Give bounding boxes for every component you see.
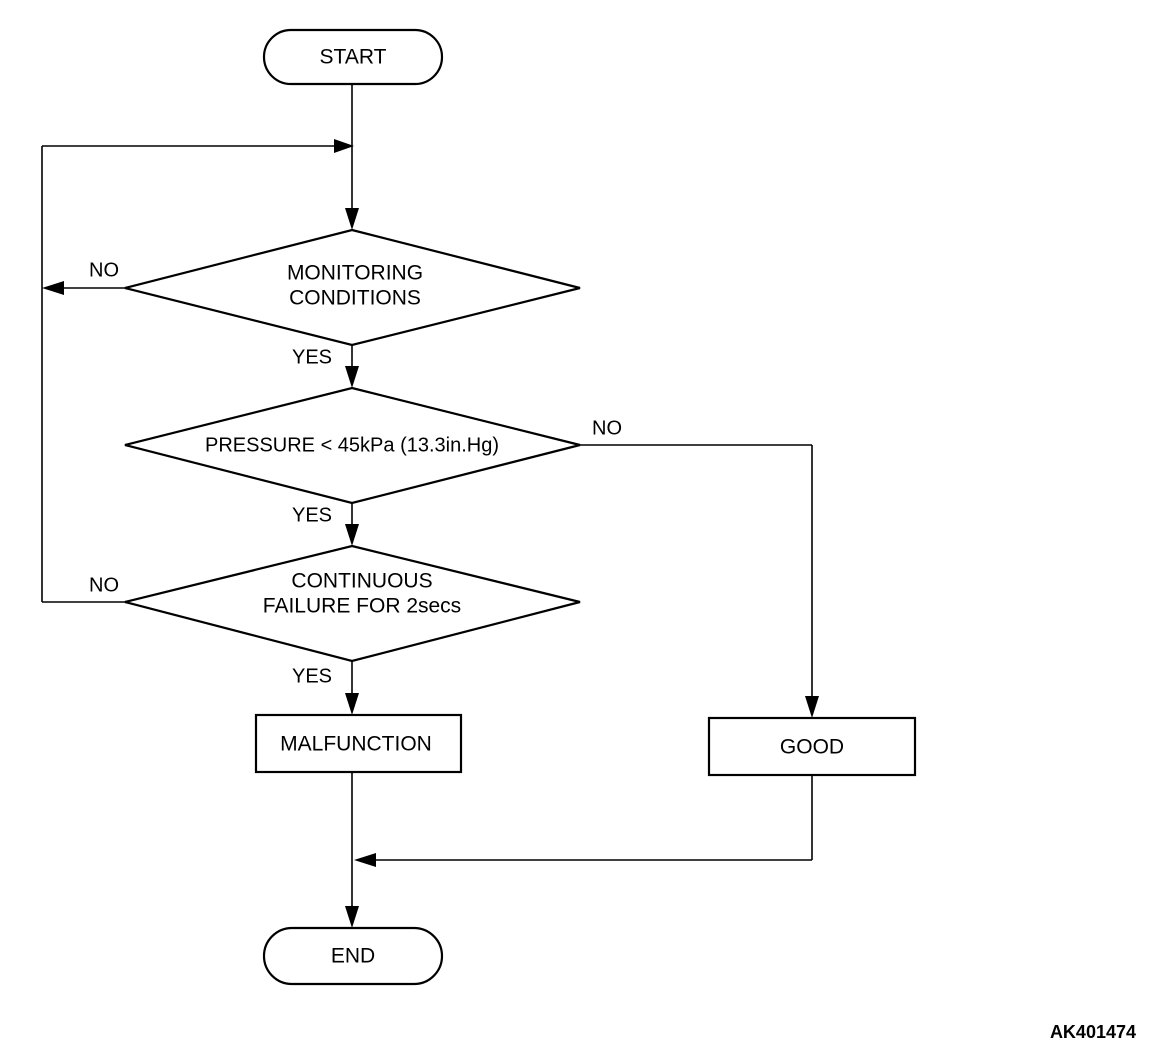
continuous-no-label: NO — [89, 574, 119, 596]
arrow-into-good — [805, 696, 819, 718]
arrow-into-malfunction — [345, 693, 359, 715]
continuous-label-line2: FAILURE FOR 2secs — [263, 595, 461, 618]
monitoring-label-line2: CONDITIONS — [289, 287, 421, 310]
end-terminator: END — [262, 926, 444, 986]
continuous-yes-label: YES — [292, 665, 332, 687]
monitoring-label-line1: MONITORING — [287, 262, 423, 285]
start-label: START — [320, 46, 387, 69]
start-terminator: START — [262, 28, 444, 86]
branch-labels: NO YES NO YES NO YES — [89, 259, 622, 687]
arrow-good-merge — [354, 853, 376, 867]
good-label: GOOD — [780, 736, 844, 759]
arrow-monitoring-no — [42, 281, 64, 295]
monitoring-yes-label: YES — [292, 346, 332, 368]
malfunction-box: MALFUNCTION — [254, 713, 463, 774]
pressure-yes-label: YES — [292, 504, 332, 526]
good-box: GOOD — [707, 716, 917, 777]
figure-id: AK401474 — [1050, 1022, 1136, 1042]
arrow-into-monitoring — [345, 208, 359, 230]
decision-pressure: PRESSURE < 45kPa (13.3in.Hg) — [124, 386, 581, 505]
end-label: END — [331, 945, 375, 968]
pressure-no-label: NO — [592, 417, 622, 439]
decision-monitoring-conditions: MONITORING CONDITIONS — [124, 228, 581, 347]
arrowheads — [42, 139, 819, 928]
arrow-loop-right — [334, 139, 354, 153]
arrow-into-continuous — [345, 524, 359, 546]
monitoring-no-label: NO — [89, 259, 119, 281]
continuous-label-line1: CONTINUOUS — [291, 570, 432, 593]
pressure-label: PRESSURE < 45kPa (13.3in.Hg) — [205, 434, 499, 456]
arrow-into-end — [345, 906, 359, 928]
arrow-into-pressure — [345, 366, 359, 388]
malfunction-label: MALFUNCTION — [280, 733, 432, 756]
connectors — [41, 84, 813, 910]
decision-continuous-failure: CONTINUOUS FAILURE FOR 2secs — [124, 544, 581, 663]
